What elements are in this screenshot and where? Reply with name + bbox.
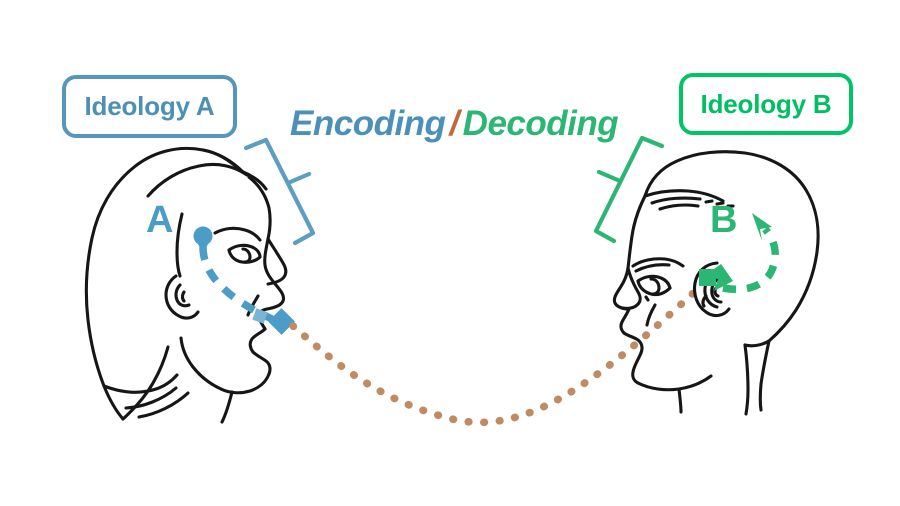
blue-diamond-mouth-secondary-icon	[252, 308, 268, 324]
green-bracket-icon	[593, 135, 665, 244]
encoding-decoding-title: Encoding / Decoding	[290, 101, 640, 147]
ideology-a-label-text: Ideology A	[84, 91, 215, 121]
green-arrowhead-ear-icon	[703, 264, 733, 291]
title-separator: /	[449, 104, 459, 143]
brown-dotted-signal-path-icon	[289, 283, 704, 427]
title-encoding-word: Encoding	[290, 104, 446, 143]
title-decoding-word: Decoding	[462, 104, 619, 143]
ideology-b-label-text: Ideology B	[700, 88, 832, 119]
ideology-b-label-box[interactable]: Ideology B	[679, 73, 853, 135]
ideology-a-label-box[interactable]: Ideology A	[62, 75, 237, 138]
marker-letter-b: B	[710, 199, 738, 241]
man-head-profile-icon	[612, 150, 820, 416]
blue-diamond-mouth-icon	[268, 308, 295, 335]
green-square-ear-icon	[699, 269, 716, 286]
green-dashed-decoding-arrow-icon	[722, 226, 779, 294]
blue-bracket-icon	[243, 137, 316, 246]
woman-head-profile-icon	[84, 146, 288, 424]
green-arrowhead-decoding-icon	[752, 213, 772, 241]
blue-dashed-encoding-arrow-icon	[199, 246, 274, 323]
marker-letter-a: A	[146, 199, 174, 241]
